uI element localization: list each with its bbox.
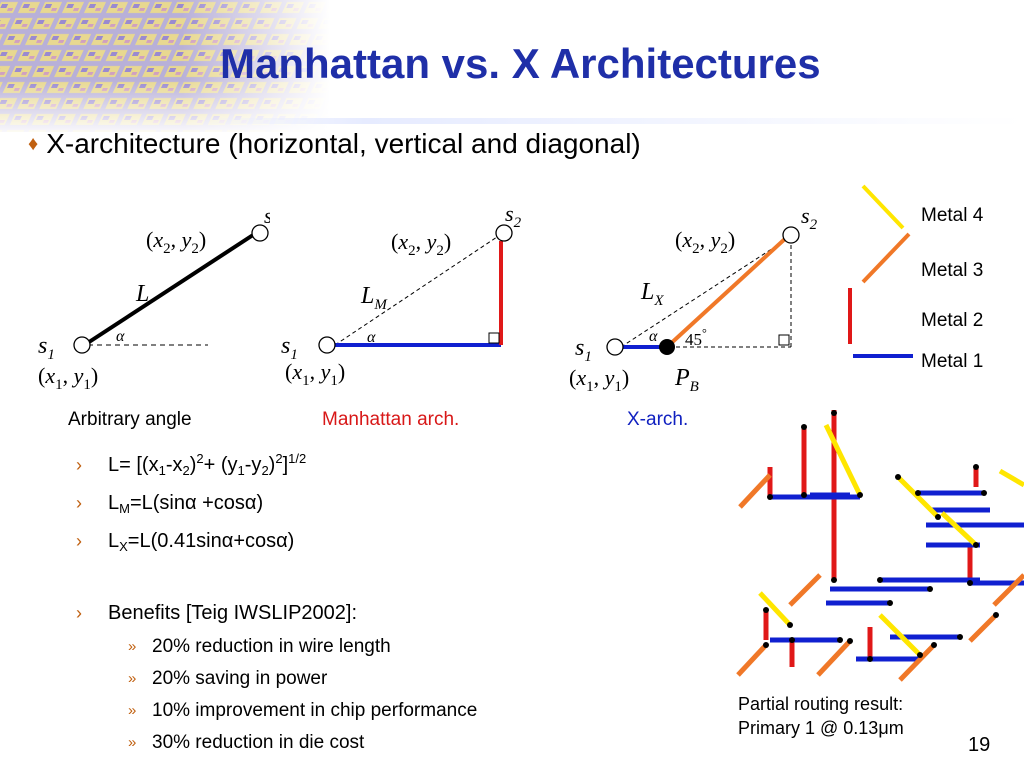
routing-result-image bbox=[736, 410, 1024, 682]
benefit-item-text: 30% reduction in die cost bbox=[152, 732, 365, 753]
chevron-bullet-icon: › bbox=[76, 531, 82, 551]
metal3-diagonal-wire bbox=[665, 235, 789, 349]
formula-lx-text: LX=L(0.41sinα+cosα) bbox=[108, 530, 295, 554]
caption-manhattan: Manhattan arch. bbox=[322, 409, 460, 430]
coord-x2-y2: (x2, y2) bbox=[675, 227, 735, 257]
main-bullet-text: X-architecture (horizontal, vertical and… bbox=[46, 128, 641, 159]
s2-terminal bbox=[251, 224, 269, 242]
routing-caption: Partial routing result: Primary 1 @ 0.13… bbox=[738, 692, 904, 740]
double-chevron-bullet-icon: » bbox=[128, 734, 137, 751]
s2-label: s2 bbox=[264, 203, 270, 233]
routing-caption-line2: Primary 1 @ 0.13μm bbox=[738, 718, 904, 738]
s2-terminal bbox=[782, 226, 800, 244]
x-arch-diagram: s2 (x2, y2) LX α 45° s1 (x1, y1) PB bbox=[569, 203, 818, 395]
caption-arbitrary-angle: Arbitrary angle bbox=[68, 409, 192, 430]
chevron-bullet-icon: › bbox=[76, 603, 82, 623]
double-chevron-bullet-icon: » bbox=[128, 670, 137, 687]
diamond-bullet-icon: ♦ bbox=[28, 133, 39, 155]
page-number: 19 bbox=[968, 734, 991, 756]
hypotenuse-dashed bbox=[620, 238, 788, 348]
coord-x2-y2: (x2, y2) bbox=[391, 229, 451, 259]
s1-terminal bbox=[318, 336, 336, 354]
s2-label: s2 bbox=[801, 203, 818, 233]
chevron-bullet-icon: › bbox=[76, 455, 82, 475]
legend-metal1: Metal 1 bbox=[921, 351, 984, 372]
hypotenuse-dashed bbox=[334, 236, 498, 346]
angle-45-label: 45° bbox=[685, 326, 707, 349]
right-angle-marker bbox=[778, 334, 790, 346]
bend-point-label: PB bbox=[674, 365, 699, 395]
legend-metal3: Metal 3 bbox=[921, 260, 984, 281]
s1-label: s1 bbox=[38, 333, 55, 363]
slide-title: Manhattan vs. X Architectures bbox=[220, 40, 821, 87]
double-chevron-bullet-icon: » bbox=[128, 638, 137, 655]
chip-photo-image bbox=[0, 0, 330, 132]
s1-label: s1 bbox=[575, 335, 592, 365]
s2-terminal bbox=[495, 224, 513, 242]
coord-x1-y1: (x1, y1) bbox=[285, 359, 345, 389]
main-bullet: ♦ X-architecture (horizontal, vertical an… bbox=[28, 128, 641, 160]
coord-x2-y2: (x2, y2) bbox=[146, 227, 206, 257]
s2-label: s2 bbox=[505, 201, 522, 231]
caption-x-arch: X-arch. bbox=[627, 409, 689, 430]
double-chevron-bullet-icon: » bbox=[128, 702, 137, 719]
lm-label: LM bbox=[360, 283, 388, 313]
manhattan-diagram: s2 (x2, y2) LM α s1 (x1, y1) bbox=[281, 201, 522, 389]
s1-terminal bbox=[73, 336, 91, 354]
length-label: L bbox=[135, 281, 149, 307]
s1-label: s1 bbox=[281, 333, 298, 363]
wire-arbitrary bbox=[84, 233, 255, 346]
coord-x1-y1: (x1, y1) bbox=[569, 365, 629, 395]
chevron-bullet-icon: › bbox=[76, 493, 82, 513]
legend-metal4: Metal 4 bbox=[921, 205, 984, 226]
formula-lm-text: LM=L(sinα +cosα) bbox=[108, 492, 264, 516]
lx-label: LX bbox=[640, 279, 664, 309]
coord-x1-y1: (x1, y1) bbox=[38, 363, 98, 393]
legend-metal2: Metal 2 bbox=[921, 310, 984, 331]
s1-terminal bbox=[606, 338, 624, 356]
angle-label: α bbox=[367, 329, 376, 346]
angle-label: α bbox=[116, 328, 125, 345]
benefit-item-text: 20% saving in power bbox=[152, 668, 328, 689]
routing-caption-line1: Partial routing result: bbox=[738, 694, 904, 714]
right-angle-marker bbox=[488, 332, 500, 344]
metal-layer-legend bbox=[848, 184, 913, 358]
formula-l-text: L= [(x1-x2)2+ (y1-y2)2]1/2 bbox=[108, 451, 307, 478]
benefits-heading-text: Benefits [Teig IWSLIP2002]: bbox=[108, 602, 358, 624]
benefit-item-text: 20% reduction in wire length bbox=[152, 636, 391, 657]
bend-point-dot bbox=[659, 339, 675, 355]
metal3-sample bbox=[861, 232, 911, 284]
title-underline bbox=[200, 118, 1024, 124]
metal4-sample bbox=[861, 184, 905, 230]
arbitrary-angle-diagram: s2 (x2, y2) L α s1 (x1, y1) bbox=[38, 203, 270, 393]
benefit-item-text: 10% improvement in chip performance bbox=[152, 700, 478, 721]
angle-label: α bbox=[649, 328, 658, 345]
